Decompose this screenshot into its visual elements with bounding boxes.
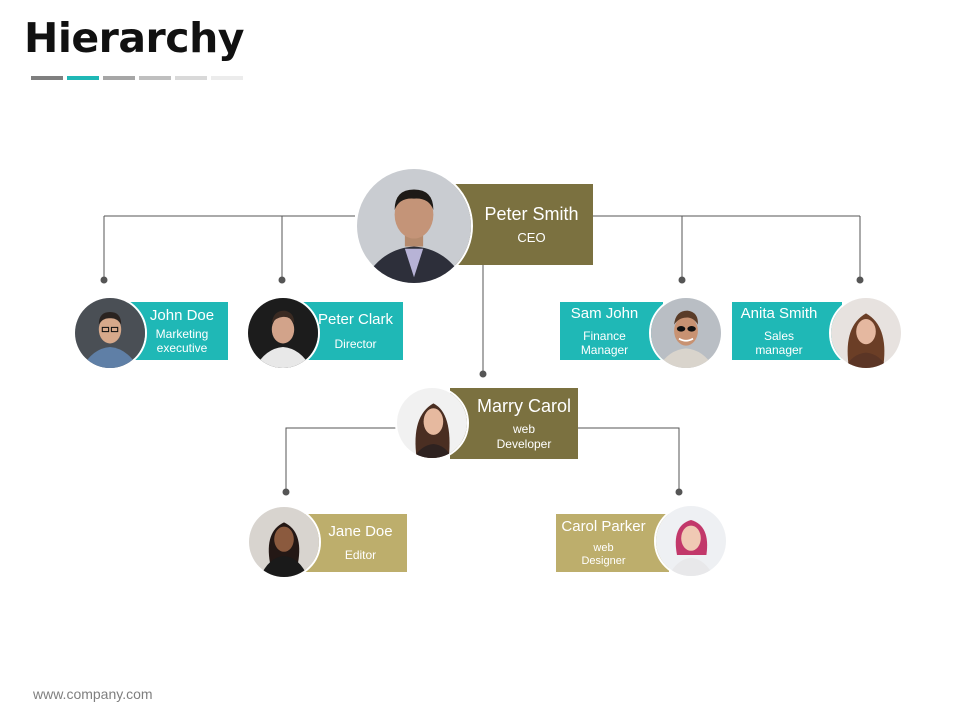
connector-dot xyxy=(678,276,686,284)
anita-role-line1: Sales xyxy=(763,328,795,343)
peter-clark-name: Peter Clark xyxy=(317,310,394,328)
anita-avatar xyxy=(829,296,903,370)
marry-name: Marry Carol xyxy=(476,395,571,416)
anita-card: Anita Smith Sales manager xyxy=(732,302,842,360)
connector-dot xyxy=(278,276,286,284)
sam-card: Sam John Finance Manager xyxy=(560,302,663,360)
jane-avatar xyxy=(247,505,321,579)
man-portrait-icon xyxy=(357,169,471,283)
connector-right-bottom xyxy=(578,427,680,491)
title-bar-segment xyxy=(211,76,243,80)
title-bar-segment xyxy=(139,76,171,80)
carol-role-line2: Designer xyxy=(581,555,626,567)
connector-dot xyxy=(100,276,108,284)
carol-avatar xyxy=(654,504,728,578)
title-bar-segment xyxy=(67,76,99,80)
peter-clark-role: Director xyxy=(334,336,377,351)
woman-portrait-icon xyxy=(249,507,319,577)
sam-role-line2: Manager xyxy=(580,343,629,357)
john-role-line1: Marketing xyxy=(155,326,209,341)
ceo-avatar xyxy=(355,167,473,285)
woman-portrait-icon xyxy=(397,388,467,458)
john-avatar xyxy=(73,296,147,370)
connector-dot xyxy=(856,276,864,284)
carol-name: Carol Parker xyxy=(561,517,646,535)
marry-card: Marry Carol web Developer xyxy=(450,388,578,459)
carol-card: Carol Parker web Designer xyxy=(556,514,669,572)
man-portrait-icon xyxy=(75,298,145,368)
peter-clark-avatar xyxy=(246,296,320,370)
slide-title: Hierarchy xyxy=(24,14,245,62)
connector-right-top xyxy=(593,215,861,279)
connector-left-top xyxy=(103,215,355,279)
marry-avatar xyxy=(395,386,469,460)
marry-role-line1: web xyxy=(512,422,535,437)
footer-url: www.company.com xyxy=(33,686,153,702)
sam-name: Sam John xyxy=(570,304,639,322)
man-portrait-icon xyxy=(248,298,318,368)
title-bar-segment xyxy=(103,76,135,80)
title-bar-segment xyxy=(175,76,207,80)
title-bar-segment xyxy=(31,76,63,80)
man-sunglasses-portrait-icon xyxy=(651,298,721,368)
woman-portrait-icon xyxy=(656,506,726,576)
jane-name: Jane Doe xyxy=(328,523,393,541)
connector-dot xyxy=(282,488,290,496)
connector-dot xyxy=(675,488,683,496)
connector-left-bottom xyxy=(285,427,396,491)
title-underline-bar xyxy=(31,76,243,80)
anita-name: Anita Smith xyxy=(740,304,818,322)
connector-dot xyxy=(479,370,487,378)
sam-role-line1: Finance xyxy=(583,328,626,343)
woman-portrait-icon xyxy=(831,298,901,368)
marry-role-line2: Developer xyxy=(496,436,552,451)
anita-role-line2: manager xyxy=(755,343,803,357)
john-name: John Doe xyxy=(149,306,215,324)
carol-role-line1: web xyxy=(593,541,614,554)
john-card: John Doe Marketing executive xyxy=(128,302,228,360)
ceo-name: Peter Smith xyxy=(484,203,579,224)
ceo-role: CEO xyxy=(517,229,546,245)
sam-avatar xyxy=(649,296,723,370)
jane-role: Editor xyxy=(344,548,377,563)
john-role-line2: executive xyxy=(156,341,208,355)
